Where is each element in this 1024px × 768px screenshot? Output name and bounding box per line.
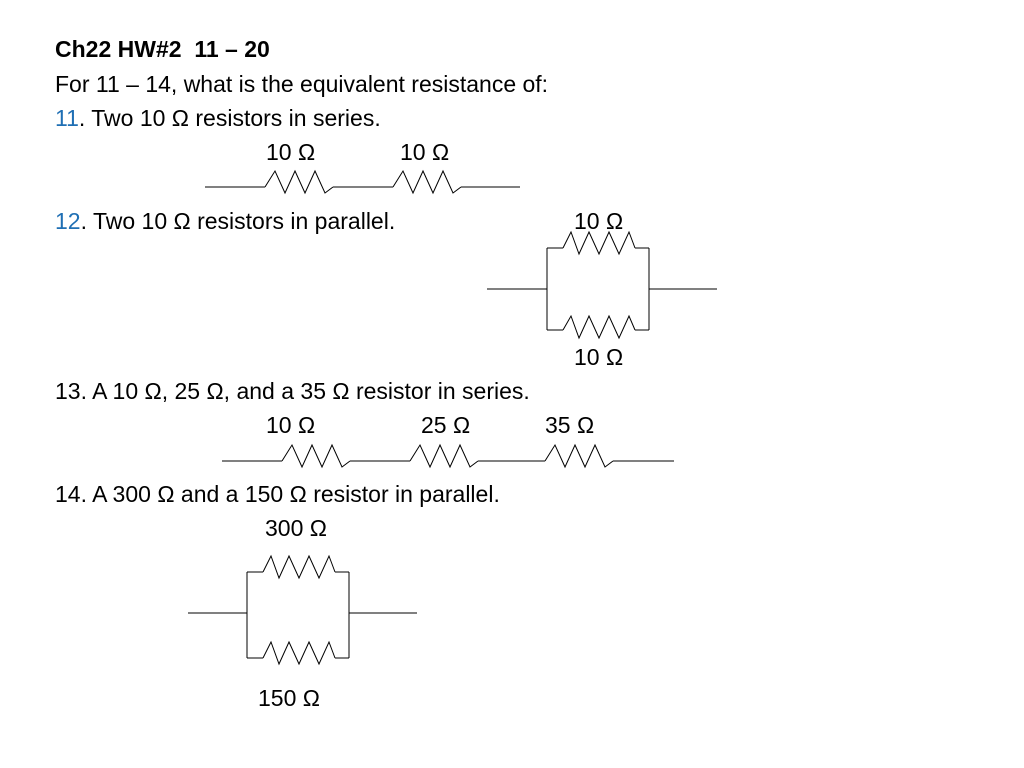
q12-resistor-top bbox=[562, 230, 636, 256]
question-12: 12. Two 10 Ω resistors in parallel. bbox=[55, 210, 395, 233]
question-11: 11. Two 10 Ω resistors in series. bbox=[55, 107, 381, 130]
q14-resistor-top bbox=[262, 554, 336, 580]
q11-label-2: 10 Ω bbox=[400, 139, 450, 165]
q11-resistor-1 bbox=[264, 169, 334, 195]
q13-label-1: 10 Ω bbox=[266, 412, 316, 438]
q11-series-circuit bbox=[205, 169, 520, 195]
question-12-number: 12 bbox=[55, 208, 81, 234]
question-11-number: 11 bbox=[55, 105, 79, 131]
question-13: 13. A 10 Ω, 25 Ω, and a 35 Ω resistor in… bbox=[55, 378, 530, 404]
q11-label-1: 10 Ω bbox=[266, 139, 316, 165]
instructions: For 11 – 14, what is the equivalent resi… bbox=[55, 71, 549, 97]
q12-label-bottom: 10 Ω bbox=[574, 344, 624, 370]
q12-resistor-bottom bbox=[562, 314, 636, 340]
q13-resistor-1 bbox=[281, 443, 351, 469]
question-12-text: . Two 10 Ω resistors in parallel. bbox=[80, 208, 396, 234]
q12-parallel-circuit bbox=[487, 230, 717, 340]
q14-parallel-circuit bbox=[188, 554, 417, 666]
q13-resistor-3 bbox=[544, 443, 614, 469]
q11-resistor-2 bbox=[392, 169, 462, 195]
q12-label-top: 10 Ω bbox=[574, 208, 624, 234]
q13-label-3: 35 Ω bbox=[545, 412, 595, 438]
q14-label-bottom: 150 Ω bbox=[258, 685, 320, 711]
q14-resistor-bottom bbox=[262, 640, 336, 666]
q14-label-top: 300 Ω bbox=[265, 515, 327, 541]
page-title: Ch22 HW#2 11 – 20 bbox=[55, 36, 270, 62]
question-11-text: . Two 10 Ω resistors in series. bbox=[78, 105, 381, 131]
question-14: 14. A 300 Ω and a 150 Ω resistor in para… bbox=[55, 481, 500, 507]
q13-label-2: 25 Ω bbox=[421, 412, 471, 438]
q13-resistor-2 bbox=[409, 443, 479, 469]
q13-series-circuit bbox=[222, 443, 674, 469]
